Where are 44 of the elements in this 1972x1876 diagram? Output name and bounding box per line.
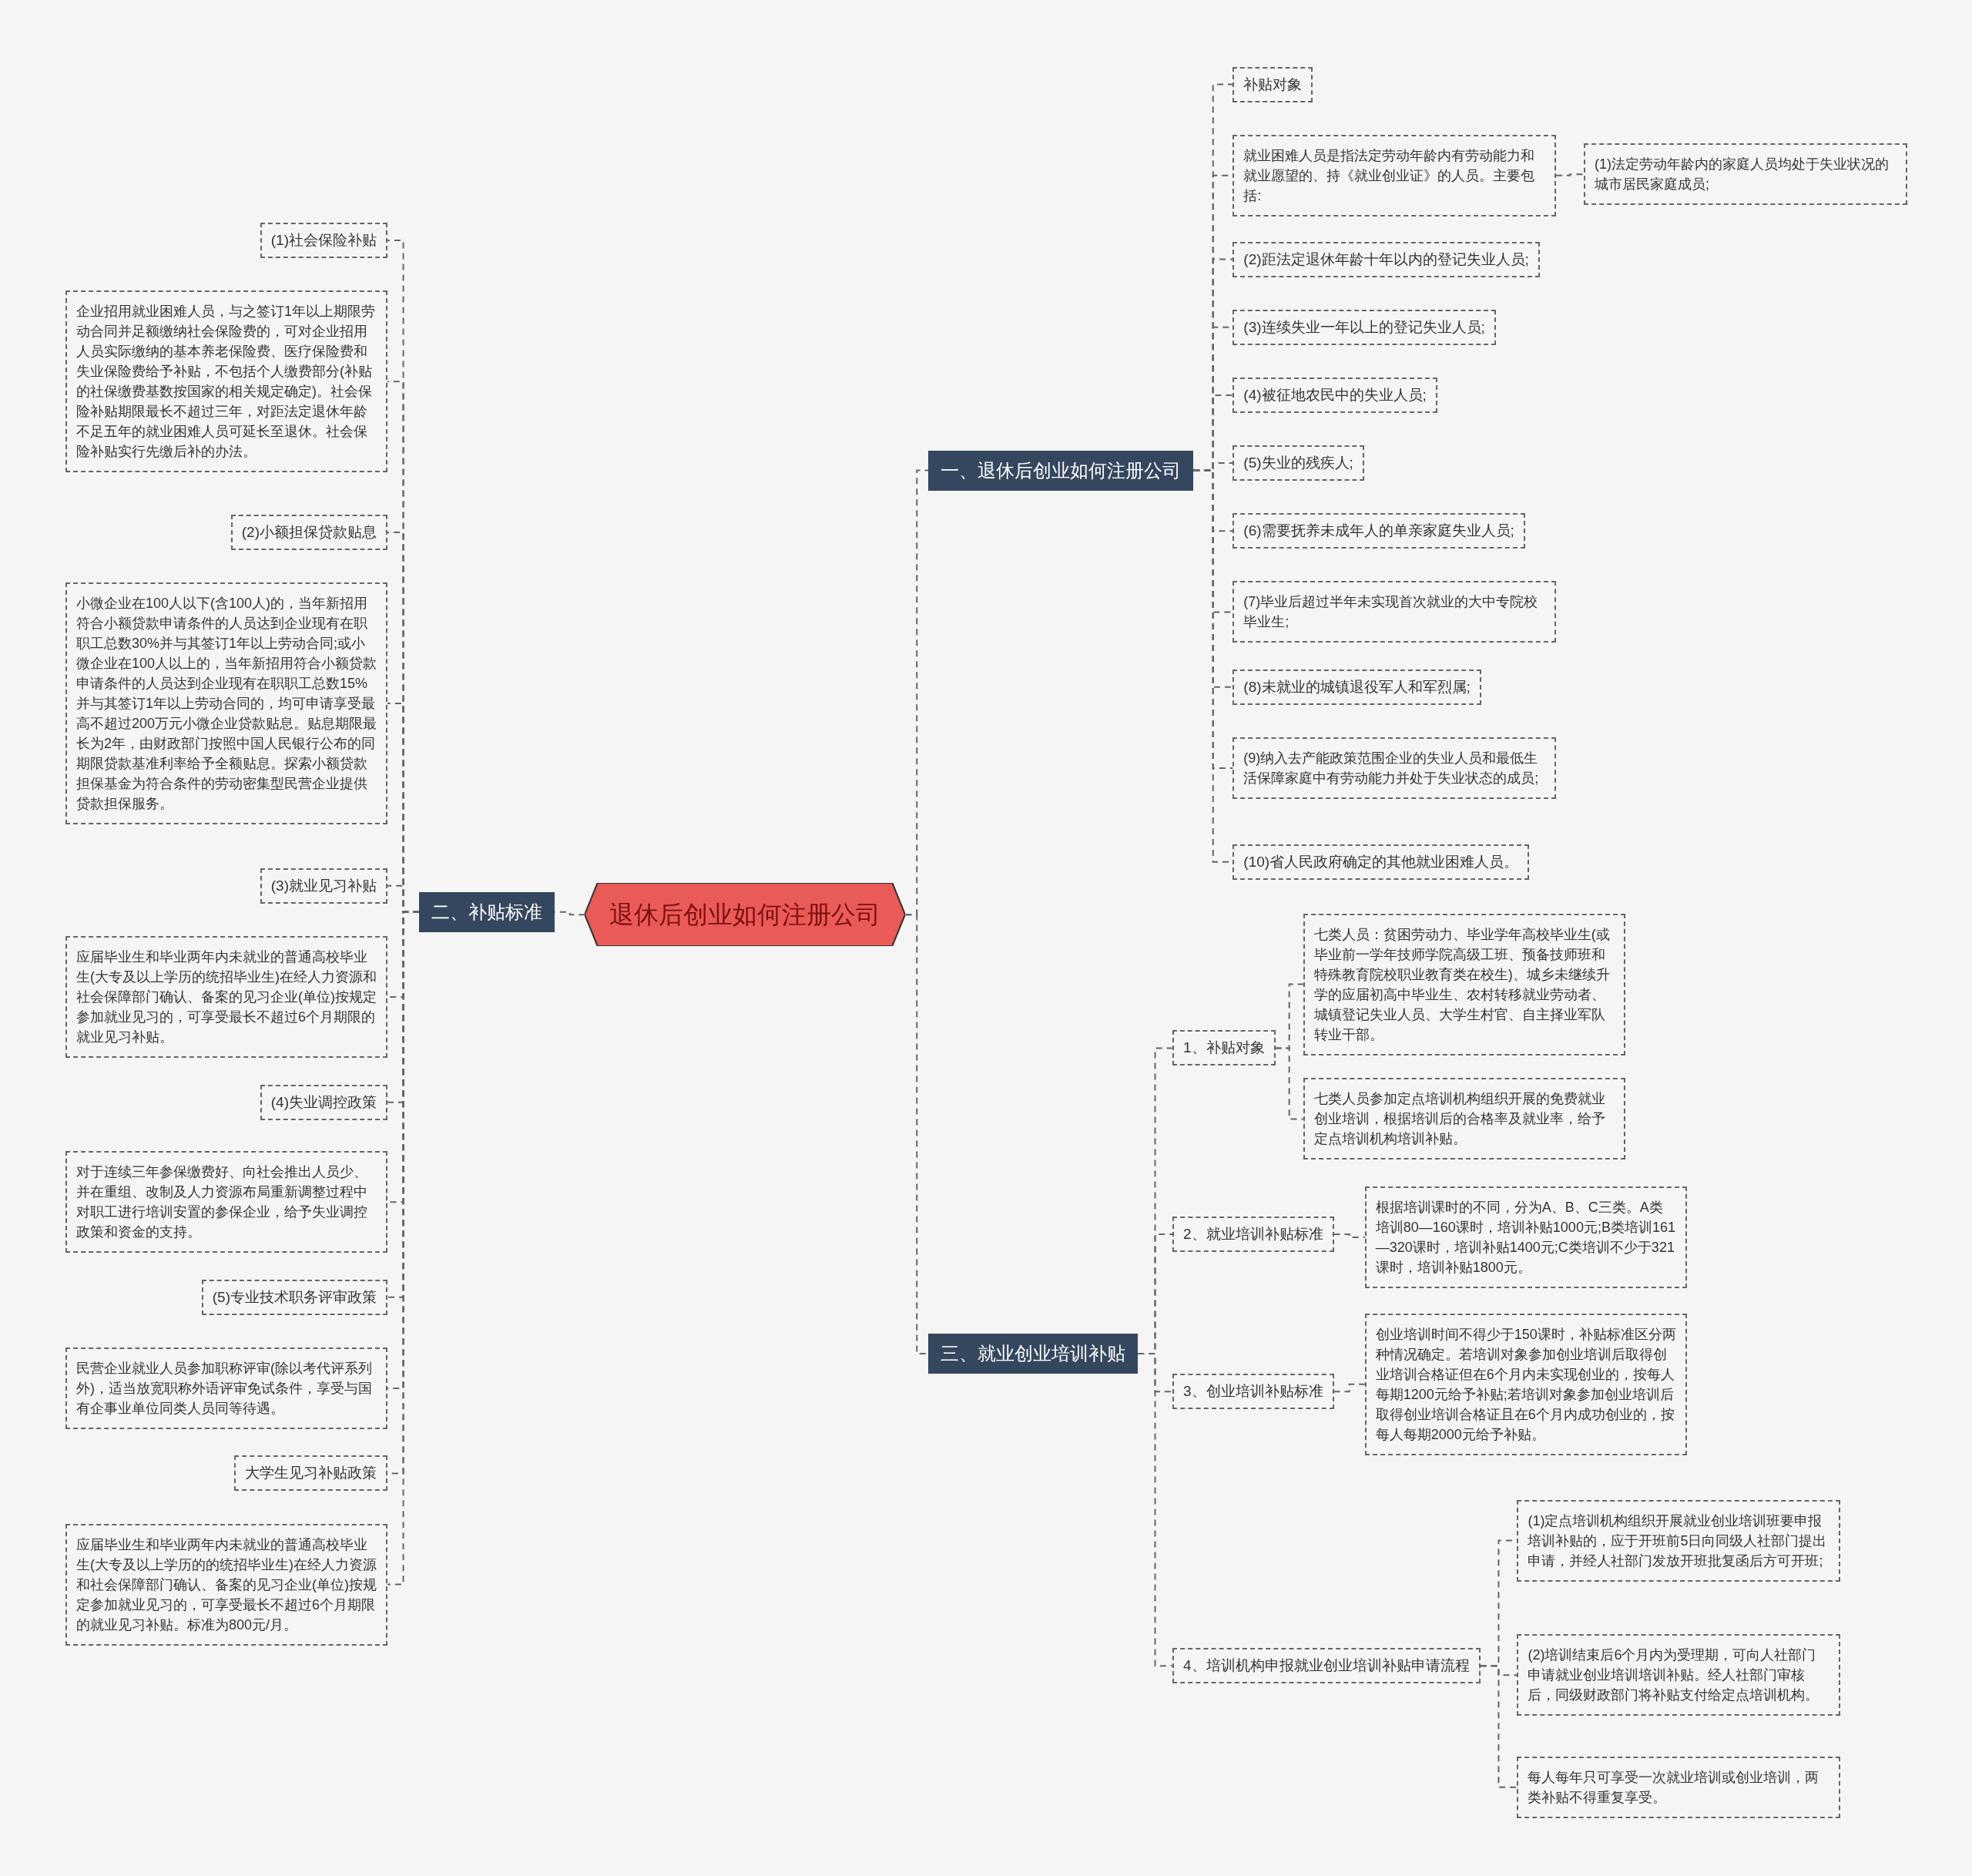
text-box: 对于连续三年参保缴费好、向社会推出人员少、并在重组、改制及人力资源布局重新调整过程中对职工进行培训安置的参保企业，给予失业调控政策和资金的支持。 (65, 1151, 387, 1253)
subtopic-box: (5)专业技术职务评审政策 (201, 1279, 387, 1315)
connector-line (1333, 1233, 1366, 1238)
subtopic-box: 1、补贴对象 (1172, 1030, 1276, 1066)
branch-topic: 三、就业创业培训补贴 (928, 1333, 1139, 1374)
text-box: 创业培训时间不得少于150课时，补贴标准区分两种情况确定。若培训对象参加创业培训后取得创业培训合格证但在6个月内未实现创业的，按每人每期1200元给予补贴;若培训对象参加创业培训后取得创业培训合格证且在6个月内成功创业的，按每人每期2000元给予补贴。 (1364, 1313, 1687, 1455)
subtopic-box: 大学生见习补贴政策 (233, 1455, 387, 1492)
text-box: 小微企业在100人以下(含100人)的，当年新招用符合小额贷款申请条件的人员达到企业现有在职职工总数30%并与其签订1年以上劳动合同;或小微企业在100人以上的，当年新招用符合小额贷款申请条件的人员达到企业现有在职职工总数15%并与其签订1年以上劳动合同的，均可申请享受最高不超过200万元小微企业贷款贴息。贴息期限最长为2年，由财政部门按照中国人民银行公布的同期限贷款基准利率给予全额贴息。探索小额贷款担保基金为符合条件的劳动密集型民营企业提供贷款担保服务。 (65, 582, 387, 825)
branch-topic: 二、补贴标准 (419, 891, 555, 932)
text-box: 七类人员参加定点培训机构组织开展的免费就业创业培训，根据培训后的合格率及就业率，给予定点培训机构培训补贴。 (1303, 1078, 1625, 1160)
connector-line (1479, 1665, 1518, 1788)
subtopic-box: (5)失业的残疾人; (1232, 445, 1364, 482)
connector-line (1274, 1047, 1304, 1120)
subtopic-box: (1)社会保险补贴 (260, 223, 387, 259)
subtopic-box: (8)未就业的城镇退役军人和军烈属; (1232, 669, 1481, 705)
text-box: 应届毕业生和毕业两年内未就业的普通高校毕业生(大专及以上学历的的统招毕业生)在经人力资源和社会保障部门确认、备案的见习企业(单位)按规定参加就业见习的，可享受最长不超过6个月期限的就业见习补贴。标准为800元/月。 (65, 1523, 387, 1646)
text-box: (7)毕业后超过半年未实现首次就业的大中专院校毕业生; (1232, 581, 1556, 643)
text-box: 根据培训课时的不同，分为A、B、C三类。A类培训80—160课时，培训补贴1000元;B类培训161—320课时，培训补贴1400元;C类培训不少于321课时，培训补贴1800元。 (1364, 1186, 1687, 1288)
subtopic-box: (2)小额担保贷款贴息 (230, 514, 387, 550)
text-box: 七类人员：贫困劳动力、毕业学年高校毕业生(或毕业前一学年技师学院高级工班、预备技师班和特殊教育院校职业教育类在校生)、城乡未继续升学的应届初高中毕业生、农村转移就业劳动者、城镇登记失业人员、大学生村官、自主择业军队转业干部。 (1303, 913, 1625, 1055)
subtopic-box: (2)距法定退休年龄十年以内的登记失业人员; (1232, 241, 1540, 277)
connector-line (1333, 1383, 1366, 1393)
text-box: 应届毕业生和毕业两年内未就业的普通高校毕业生(大专及以上学历的统招毕业生)在经人力资源和社会保障部门确认、备案的见习企业(单位)按规定参加就业见习的，可享受最长不超过6个月期限的就业见习补贴。 (65, 935, 387, 1058)
subtopic-box: 4、培训机构申报就业创业培训补贴申请流程 (1172, 1648, 1481, 1684)
text-box: (9)纳入去产能政策范围企业的失业人员和最低生活保障家庭中有劳动能力并处于失业状态的成员; (1232, 737, 1556, 799)
text-box: (1)法定劳动年龄内的家庭人员均处于失业状况的城市居民家庭成员; (1583, 143, 1907, 206)
subtopic-box: 3、创业培训补贴标准 (1172, 1374, 1334, 1410)
text-box: 就业困难人员是指法定劳动年龄内有劳动能力和就业愿望的、持《就业创业证》的人员。主要包括: (1232, 134, 1556, 216)
subtopic-box: (4)失业调控政策 (260, 1084, 387, 1120)
subtopic-box: (6)需要抚养未成年人的单亲家庭失业人员; (1232, 513, 1525, 549)
subtopic-box: (10)省人民政府确定的其他就业困难人员。 (1232, 844, 1530, 880)
text-box: 每人每年只可享受一次就业培训或创业培训，两类补贴不得重复享受。 (1517, 1756, 1841, 1818)
subtopic-box: (4)被征地农民中的失业人员; (1232, 377, 1437, 413)
subtopic-box: (3)就业见习补贴 (260, 868, 387, 904)
text-box: (2)培训结束后6个月内为受理期，可向人社部门申请就业创业培训培训补贴。经人社部门审核后，同级财政部门将补贴支付给定点培训机构。 (1517, 1634, 1841, 1717)
subtopic-box: 2、就业培训补贴标准 (1172, 1217, 1334, 1253)
central-topic: 退休后创业如何注册公司 (585, 883, 906, 947)
text-box: 企业招用就业困难人员，与之签订1年以上期限劳动合同并足额缴纳社会保险费的，可对企业招用人员实际缴纳的基本养老保险费、医疗保险费和失业保险费给予补贴，不包括个人缴费部分(补贴的社保缴费基数按国家的相关规定确定)。社会保险补贴期限最长不超过三年，对距法定退休年龄不足五年的就业困难人员可延长至退休。社会保险补贴实行先缴后补的办法。 (65, 290, 387, 473)
connector-line (1555, 173, 1585, 176)
branch-topic: 一、退休后创业如何注册公司 (928, 450, 1194, 491)
subtopic-box: (3)连续失业一年以上的登记失业人员; (1232, 309, 1496, 345)
text-box: (1)定点培训机构组织开展就业创业培训班要申报培训补贴的，应于开班前5日向同级人社部门提出申请，并经人社部门发放开班批复函后方可开班; (1517, 1499, 1841, 1582)
subtopic-box: 补贴对象 (1232, 66, 1313, 102)
text-box: 民营企业就业人员参加职称评审(除以考代评系列外)，适当放宽职称外语评审免试条件，享受与国有企事业单位同类人员同等待遇。 (65, 1347, 387, 1429)
